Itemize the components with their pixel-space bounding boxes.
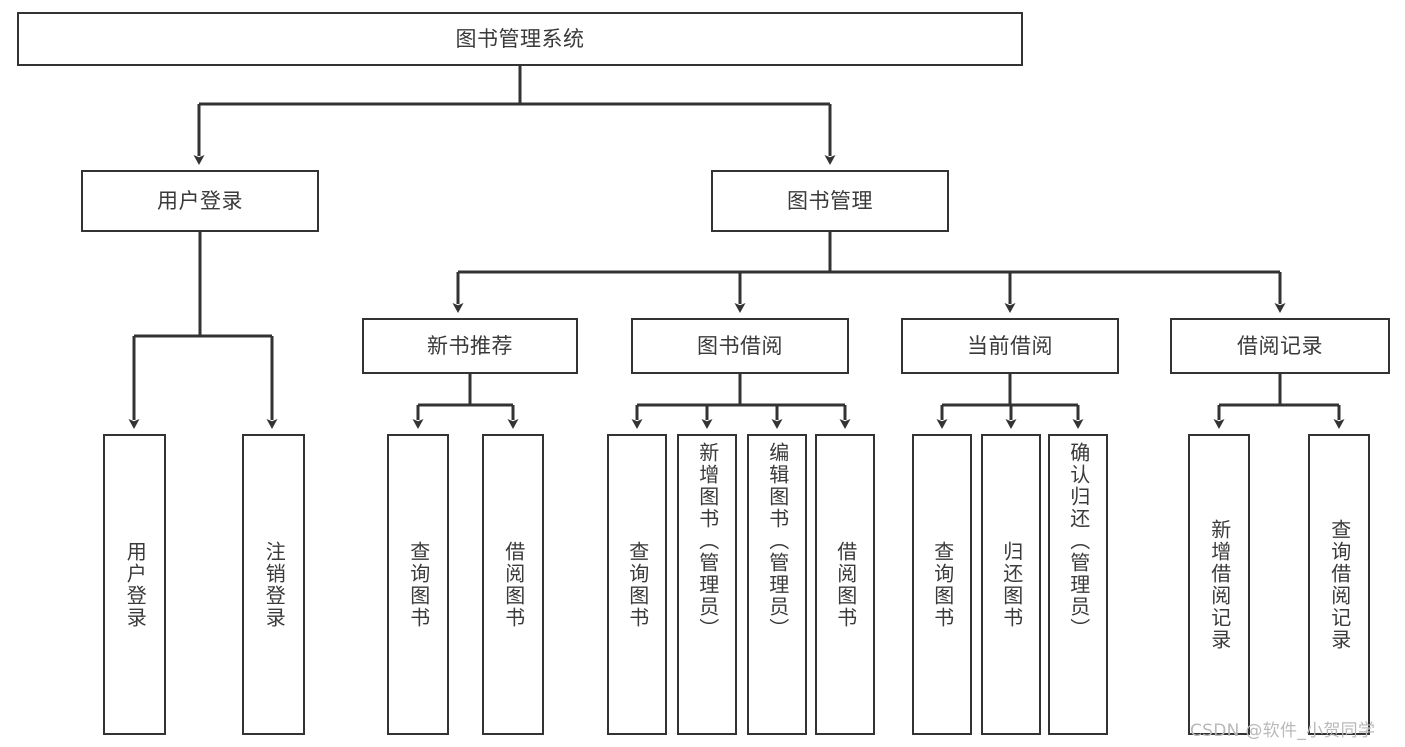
node-user-login[interactable]: 用户登录: [81, 170, 319, 232]
leaf-borrow-query-book[interactable]: 查询图书: [607, 434, 667, 735]
leaf-borrow-edit-book[interactable]: 编辑图书（管理员）: [747, 434, 807, 735]
leaf-borrow-add-book[interactable]: 新增图书（管理员）: [677, 434, 737, 735]
leaf-borrow-edit-book-label: 编辑图书（管理员）: [765, 442, 790, 640]
leaf-borrow-add-book-label: 新增图书（管理员）: [695, 442, 720, 640]
node-root-label: 图书管理系统: [455, 26, 585, 51]
leaf-record-add[interactable]: 新增借阅记录: [1188, 434, 1250, 735]
leaf-record-add-label: 新增借阅记录: [1207, 518, 1232, 651]
leaf-current-confirm-return-label: 确认归还（管理员）: [1066, 442, 1091, 640]
node-book-management[interactable]: 图书管理: [711, 170, 949, 232]
node-current-borrow[interactable]: 当前借阅: [901, 318, 1119, 374]
leaf-recommend-borrow-book-label: 借阅图书: [501, 540, 526, 629]
node-borrow-record[interactable]: 借阅记录: [1170, 318, 1390, 374]
leaf-current-query-book-label: 查询图书: [930, 540, 955, 629]
leaf-user-login-label: 用户登录: [123, 540, 148, 629]
leaf-recommend-query-book-label: 查询图书: [406, 540, 431, 629]
node-new-book-recommend[interactable]: 新书推荐: [362, 318, 578, 374]
node-new-book-recommend-label: 新书推荐: [427, 333, 513, 358]
leaf-recommend-query-book[interactable]: 查询图书: [387, 434, 449, 735]
node-book-management-label: 图书管理: [787, 188, 873, 213]
leaf-current-return-book-label: 归还图书: [999, 540, 1024, 629]
leaf-recommend-borrow-book[interactable]: 借阅图书: [482, 434, 544, 735]
node-book-borrow[interactable]: 图书借阅: [631, 318, 849, 374]
leaf-current-confirm-return[interactable]: 确认归还（管理员）: [1048, 434, 1108, 735]
node-borrow-record-label: 借阅记录: [1237, 333, 1323, 358]
node-user-login-label: 用户登录: [157, 188, 243, 213]
leaf-logout-label: 注销登录: [262, 540, 287, 629]
leaf-borrow-borrow-book-label: 借阅图书: [833, 540, 858, 629]
leaf-current-return-book[interactable]: 归还图书: [981, 434, 1041, 735]
leaf-borrow-query-book-label: 查询图书: [625, 540, 650, 629]
node-book-borrow-label: 图书借阅: [697, 333, 783, 358]
leaf-record-query[interactable]: 查询借阅记录: [1308, 434, 1370, 735]
node-root[interactable]: 图书管理系统: [17, 12, 1023, 66]
watermark-text: CSDN @软件_小贺同学: [1190, 721, 1376, 741]
leaf-borrow-borrow-book[interactable]: 借阅图书: [815, 434, 875, 735]
leaf-user-login[interactable]: 用户登录: [103, 434, 166, 735]
node-current-borrow-label: 当前借阅: [967, 333, 1053, 358]
leaf-record-query-label: 查询借阅记录: [1327, 518, 1352, 651]
leaf-current-query-book[interactable]: 查询图书: [912, 434, 972, 735]
leaf-logout[interactable]: 注销登录: [242, 434, 305, 735]
